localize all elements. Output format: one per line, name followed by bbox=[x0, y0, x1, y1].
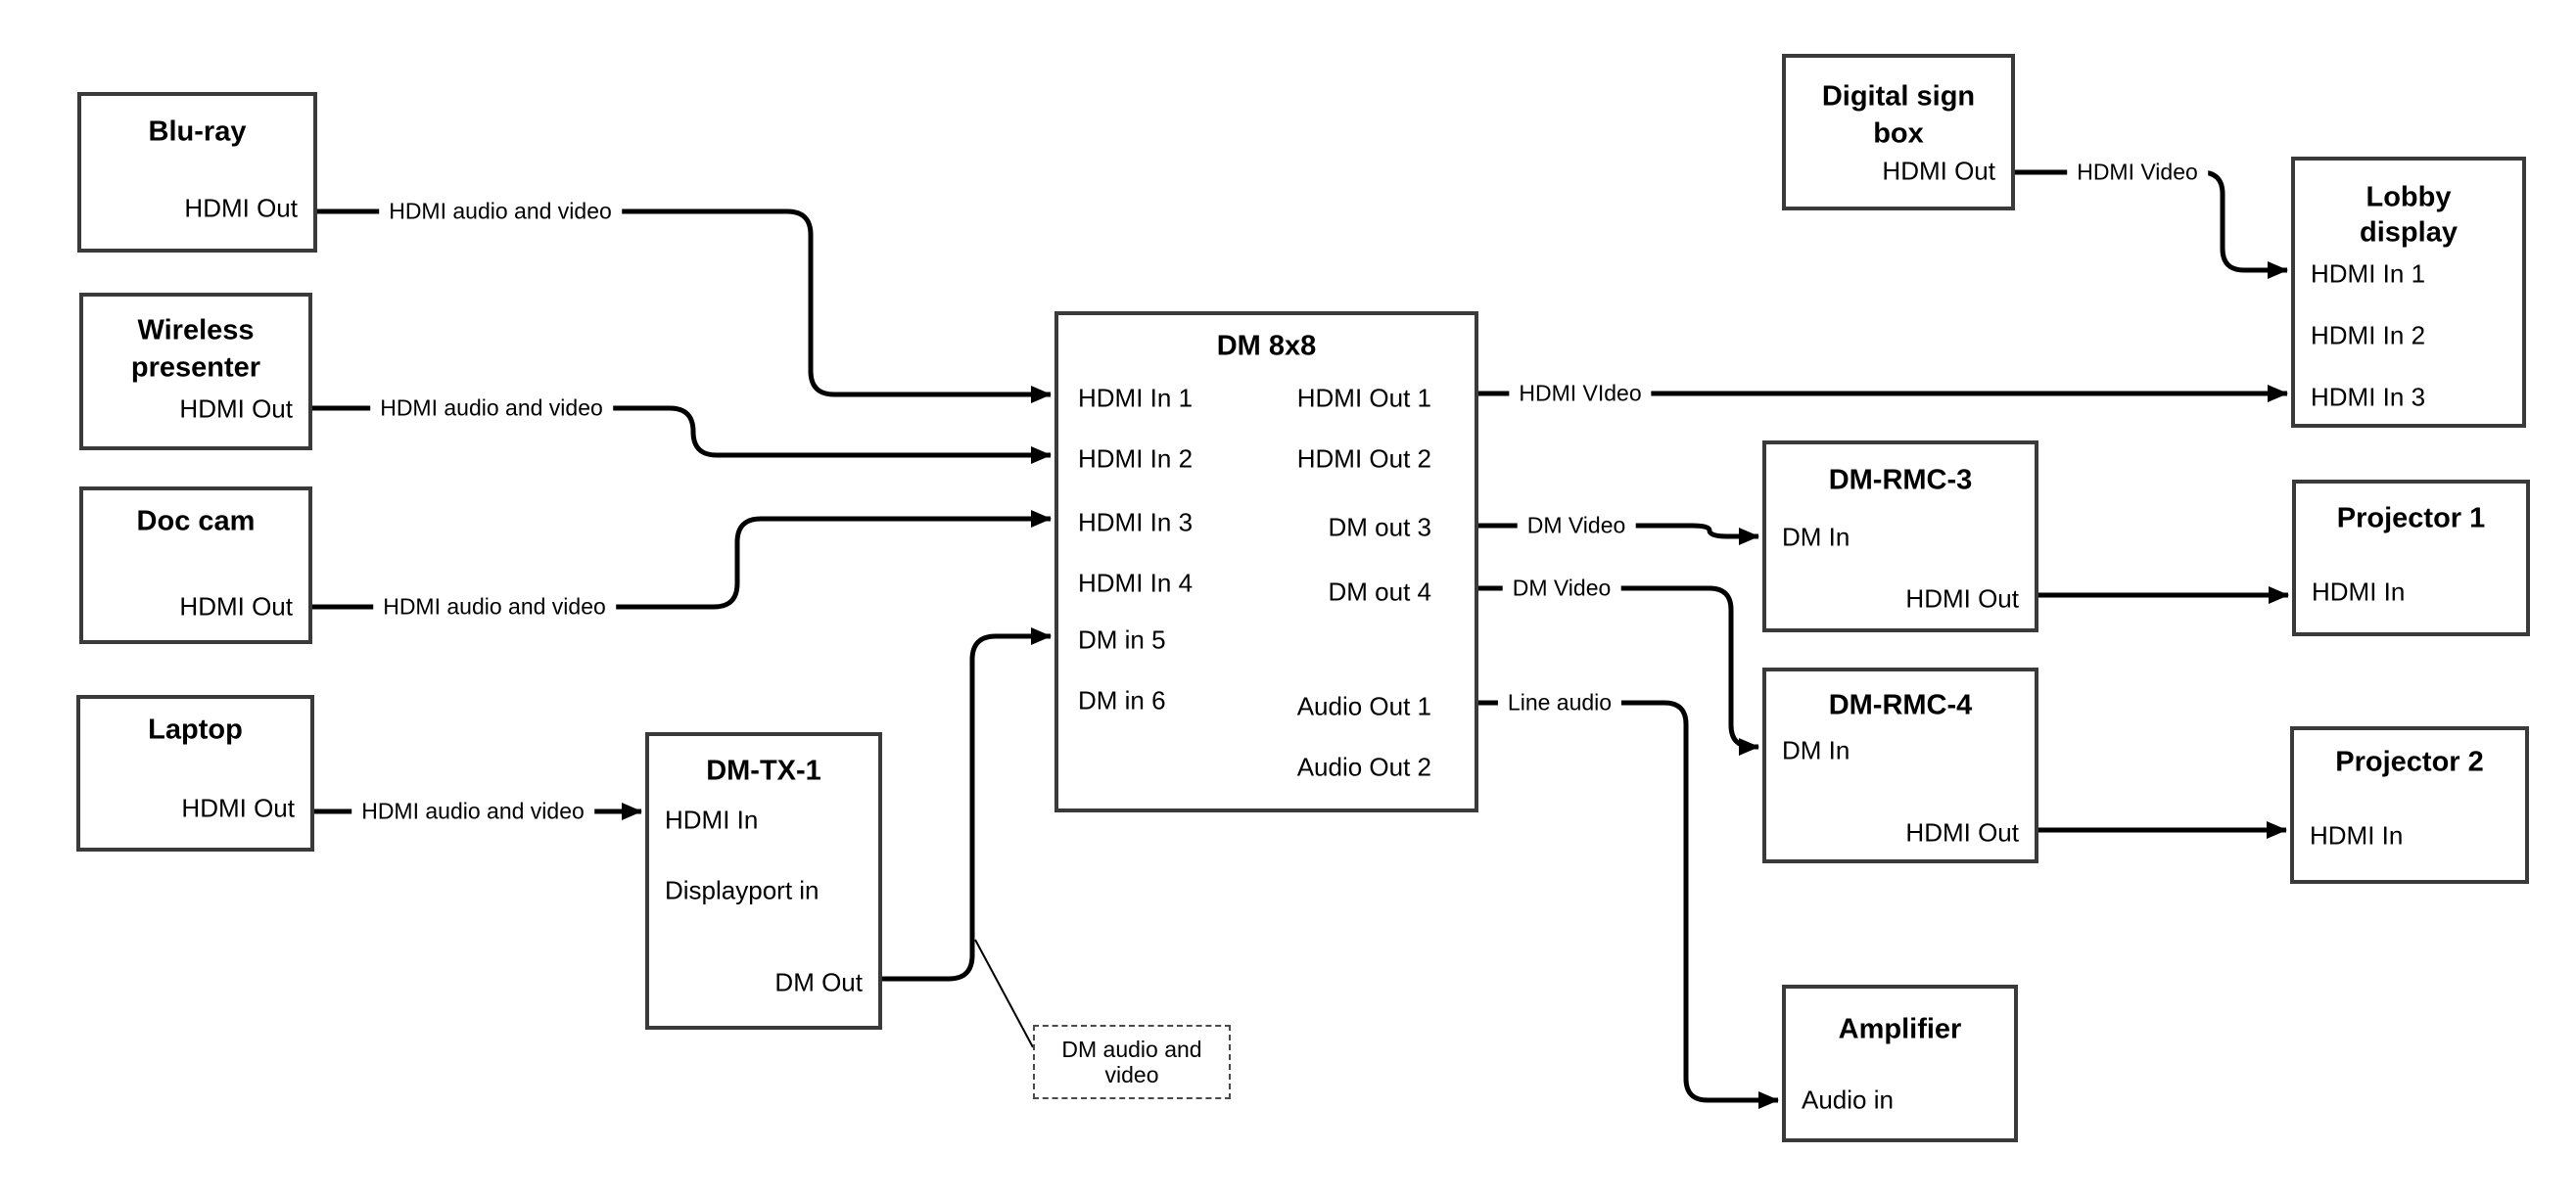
port-dmrmc3-hdmi-out: HDMI Out bbox=[1905, 583, 2019, 614]
node-projector1-title: Projector 1 bbox=[2336, 502, 2486, 534]
cable-label-digital-sign: HDMI Video bbox=[2067, 159, 2208, 186]
port-lobby-hdmi-in-3: HDMI In 3 bbox=[2311, 382, 2426, 412]
port-bluray-hdmi-out: HDMI Out bbox=[184, 193, 298, 223]
node-laptop-title: Laptop bbox=[148, 714, 243, 746]
node-laptop: Laptop HDMI Out bbox=[76, 695, 314, 852]
node-dmrmc4-title: DM-RMC-4 bbox=[1828, 689, 1973, 721]
port-dmtx1-dm-out: DM Out bbox=[774, 967, 863, 997]
connector-bluray-to-dm8x8-in1 bbox=[317, 208, 1052, 403]
node-lobby-title-line1: Lobby bbox=[2365, 181, 2452, 213]
port-dm8x8-hdmi-in-1: HDMI In 1 bbox=[1078, 383, 1194, 413]
port-dm8x8-hdmi-in-4: HDMI In 4 bbox=[1078, 568, 1194, 598]
port-projector2-hdmi-in: HDMI In bbox=[2310, 820, 2404, 851]
node-dmtx1: DM-TX-1 HDMI In Displayport in DM Out bbox=[645, 732, 882, 1030]
port-lobby-hdmi-in-1: HDMI In 1 bbox=[2311, 258, 2426, 289]
port-projector1-hdmi-in: HDMI In bbox=[2312, 577, 2406, 607]
port-dm8x8-audio-out-1: Audio Out 1 bbox=[1296, 691, 1431, 721]
port-dm8x8-hdmi-out-2: HDMI Out 2 bbox=[1296, 443, 1431, 474]
port-dmrmc4-hdmi-out: HDMI Out bbox=[1905, 817, 2019, 848]
connector-dmtx1-to-dm8x8-in5 bbox=[882, 627, 1052, 982]
cable-label-hdmi-out1: HDMI VIdeo bbox=[1509, 380, 1652, 407]
cable-label-doccam: HDMI audio and video bbox=[373, 593, 616, 621]
cable-label-laptop: HDMI audio and video bbox=[351, 798, 594, 825]
node-dmrmc3: DM-RMC-3 DM In HDMI Out bbox=[1762, 440, 2038, 632]
port-dm8x8-audio-out-2: Audio Out 2 bbox=[1296, 752, 1431, 782]
port-dm8x8-dm-out-3: DM out 3 bbox=[1328, 512, 1432, 542]
node-projector2-title: Projector 2 bbox=[2335, 746, 2484, 778]
node-wireless-title-line1: Wireless bbox=[137, 314, 255, 346]
node-digital-sign-title-line2: box bbox=[1873, 117, 1924, 150]
port-dmrmc4-dm-in: DM In bbox=[1782, 735, 1850, 765]
node-dmrmc4: DM-RMC-4 DM In HDMI Out bbox=[1762, 668, 2038, 863]
node-amplifier-title: Amplifier bbox=[1838, 1013, 1962, 1045]
port-dm8x8-dm-out-4: DM out 4 bbox=[1328, 577, 1432, 607]
port-dmtx1-hdmi-in: HDMI In bbox=[665, 805, 759, 835]
port-dm8x8-hdmi-out-1: HDMI Out 1 bbox=[1296, 383, 1431, 413]
node-dm8x8-title: DM 8x8 bbox=[1216, 330, 1317, 362]
node-wireless-title-line2: presenter bbox=[130, 351, 261, 384]
connector-digitalsign-to-lobby-in1 bbox=[2015, 169, 2288, 279]
node-dmtx1-title: DM-TX-1 bbox=[706, 755, 821, 787]
callout-text: DM audio and video bbox=[1061, 1037, 1202, 1087]
node-lobby-display: Lobby display HDMI In 1 HDMI In 2 HDMI I… bbox=[2291, 157, 2526, 428]
callout-leader-line bbox=[974, 939, 1034, 1048]
node-digital-sign-box: Digital sign box HDMI Out bbox=[1782, 54, 2015, 210]
node-bluray-title: Blu-ray bbox=[148, 115, 247, 148]
cable-label-bluray: HDMI audio and video bbox=[379, 198, 622, 225]
callout-dm-audio-and-video: DM audio and video bbox=[1033, 1025, 1231, 1099]
cable-label-wireless: HDMI audio and video bbox=[370, 394, 613, 422]
port-dm8x8-hdmi-in-2: HDMI In 2 bbox=[1078, 443, 1194, 474]
port-dm8x8-dm-in-6: DM in 6 bbox=[1078, 685, 1166, 716]
port-amplifier-audio-in: Audio in bbox=[1802, 1085, 1894, 1115]
cable-label-dm-out4: DM Video bbox=[1502, 575, 1621, 602]
node-dm8x8: DM 8x8 HDMI In 1 HDMI In 2 HDMI In 3 HDM… bbox=[1054, 311, 1478, 812]
port-dmtx1-displayport-in: Displayport in bbox=[665, 875, 820, 905]
node-projector1: Projector 1 HDMI In bbox=[2292, 480, 2530, 636]
node-amplifier: Amplifier Audio in bbox=[1782, 985, 2018, 1142]
node-projector2: Projector 2 HDMI In bbox=[2290, 726, 2529, 884]
connector-dm8x8-aout1-to-amplifier bbox=[1478, 700, 1779, 1109]
port-digital-sign-hdmi-out: HDMI Out bbox=[1882, 156, 1995, 186]
node-lobby-title-line2: display bbox=[2360, 216, 2458, 249]
connector-doccam-to-dm8x8-in3 bbox=[312, 510, 1052, 610]
port-dm8x8-hdmi-in-3: HDMI In 3 bbox=[1078, 507, 1194, 537]
port-dmrmc3-dm-in: DM In bbox=[1782, 522, 1850, 552]
port-wireless-hdmi-out: HDMI Out bbox=[179, 393, 293, 424]
cable-label-dm-out3: DM Video bbox=[1517, 512, 1636, 539]
node-bluray: Blu-ray HDMI Out bbox=[77, 92, 317, 253]
node-dmrmc3-title: DM-RMC-3 bbox=[1828, 464, 1973, 496]
node-doccam-title: Doc cam bbox=[136, 505, 256, 537]
node-digital-sign-title-line1: Digital sign bbox=[1821, 80, 1976, 113]
connector-wireless-to-dm8x8-in2 bbox=[312, 405, 1052, 464]
port-doccam-hdmi-out: HDMI Out bbox=[179, 591, 293, 622]
connector-dm8x8-out4-to-dmrmc4 bbox=[1478, 585, 1759, 756]
connector-dm8x8-out3-to-dmrmc3 bbox=[1478, 523, 1759, 545]
node-wireless-presenter: Wireless presenter HDMI Out bbox=[79, 293, 312, 450]
port-dm8x8-dm-in-5: DM in 5 bbox=[1078, 624, 1166, 655]
node-doccam: Doc cam HDMI Out bbox=[79, 486, 312, 644]
port-laptop-hdmi-out: HDMI Out bbox=[181, 793, 295, 823]
port-lobby-hdmi-in-2: HDMI In 2 bbox=[2311, 320, 2426, 350]
cable-label-audio-out1: Line audio bbox=[1497, 689, 1622, 716]
